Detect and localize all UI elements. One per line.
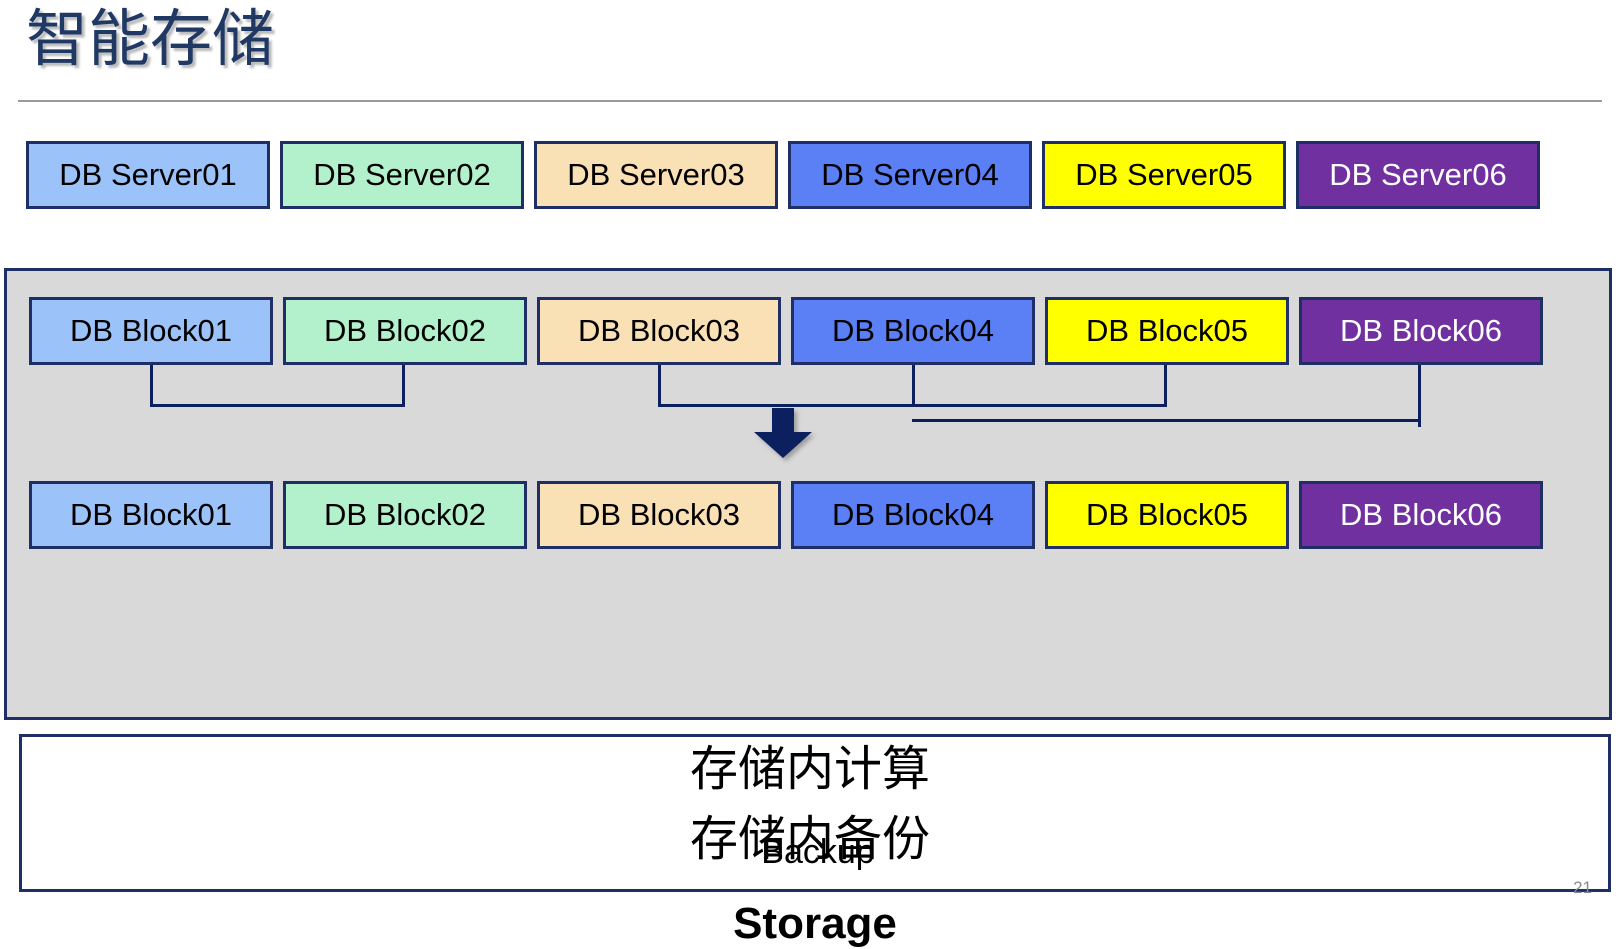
db-block-primary-box-label: DB Block03: [578, 313, 740, 348]
db-block-backup-box-label: DB Block06: [1340, 497, 1502, 532]
db-block-primary-box-label: DB Block05: [1086, 313, 1248, 348]
db-server-box-label: DB Server06: [1329, 157, 1507, 192]
db-server-box-label: DB Server01: [59, 157, 237, 192]
db-block-primary-box-label: DB Block01: [70, 313, 232, 348]
db-block-primary-box-6[interactable]: DB Block06: [1299, 297, 1543, 365]
caption-line-1: 存储内计算: [689, 743, 930, 796]
connector-segment-6: [658, 404, 915, 407]
connector-segment-3: [150, 404, 405, 407]
db-server-box-5[interactable]: DB Server05: [1042, 141, 1286, 209]
db-server-box-6[interactable]: DB Server06: [1296, 141, 1540, 209]
connector-segment-5: [912, 365, 915, 407]
db-server-box-2[interactable]: DB Server02: [280, 141, 524, 209]
db-block-primary-box-4[interactable]: DB Block04: [791, 297, 1035, 365]
db-block-backup-box-label: DB Block03: [578, 497, 740, 532]
db-server-box-label: DB Server02: [313, 157, 491, 192]
connector-segment-4: [658, 365, 661, 407]
db-block-backup-box-1[interactable]: DB Block01: [29, 481, 273, 549]
db-server-row: DB Server01 DB Server02 DB Server03 DB Serv…: [26, 141, 1540, 209]
db-block-primary-box-label: DB Block04: [832, 313, 994, 348]
db-block-backup-box-label: DB Block04: [832, 497, 994, 532]
db-block-primary-box-5[interactable]: DB Block05: [1045, 297, 1289, 365]
connector-segment-7: [1164, 365, 1167, 407]
connector-segment-10: [912, 419, 1421, 422]
backup-label: Backup: [761, 833, 875, 871]
title-divider: [18, 100, 1602, 102]
db-block-backup-box-3[interactable]: DB Block03: [537, 481, 781, 549]
db-block-primary-box-1[interactable]: DB Block01: [29, 297, 273, 365]
backup-container: Backup: [19, 734, 1611, 892]
db-server-box-label: DB Server05: [1075, 157, 1253, 192]
caption-line-2: 存储内备份: [689, 812, 930, 866]
db-server-box-4[interactable]: DB Server04: [788, 141, 1032, 209]
db-block-backup-box-2[interactable]: DB Block02: [283, 481, 527, 549]
storage-container: Backup Storage DB Block01 DB Block02 DB Bl…: [4, 268, 1612, 948]
db-block-backup-box-label: DB Block02: [324, 497, 486, 532]
connector-segment-9: [1418, 365, 1421, 427]
db-block-backup-box-4[interactable]: DB Block04: [791, 481, 1035, 549]
page-number: 21: [1573, 878, 1592, 897]
db-block-primary-box-3[interactable]: DB Block03: [537, 297, 781, 365]
db-block-primary-box-label: DB Block06: [1340, 313, 1502, 348]
connector-segment-1: [150, 365, 153, 407]
db-server-box-1[interactable]: DB Server01: [26, 141, 270, 209]
storage-label: Storage: [733, 899, 897, 948]
db-server-box-3[interactable]: DB Server03: [534, 141, 778, 209]
db-block-primary-box-label: DB Block02: [324, 313, 486, 348]
down-arrow-icon: [754, 408, 812, 458]
db-server-box-label: DB Server03: [567, 157, 745, 192]
page-title: 智能存储: [26, 5, 275, 74]
connector-segment-2: [402, 365, 405, 407]
db-block-backup-box-5[interactable]: DB Block05: [1045, 481, 1289, 549]
db-block-primary-box-2[interactable]: DB Block02: [283, 297, 527, 365]
db-block-backup-box-label: DB Block05: [1086, 497, 1248, 532]
db-server-box-label: DB Server04: [821, 157, 999, 192]
db-block-backup-box-label: DB Block01: [70, 497, 232, 532]
slide-caption: 存储内计算 存储内备份: [0, 735, 1620, 874]
connector-segment-8: [912, 404, 1167, 407]
db-block-backup-box-6[interactable]: DB Block06: [1299, 481, 1543, 549]
